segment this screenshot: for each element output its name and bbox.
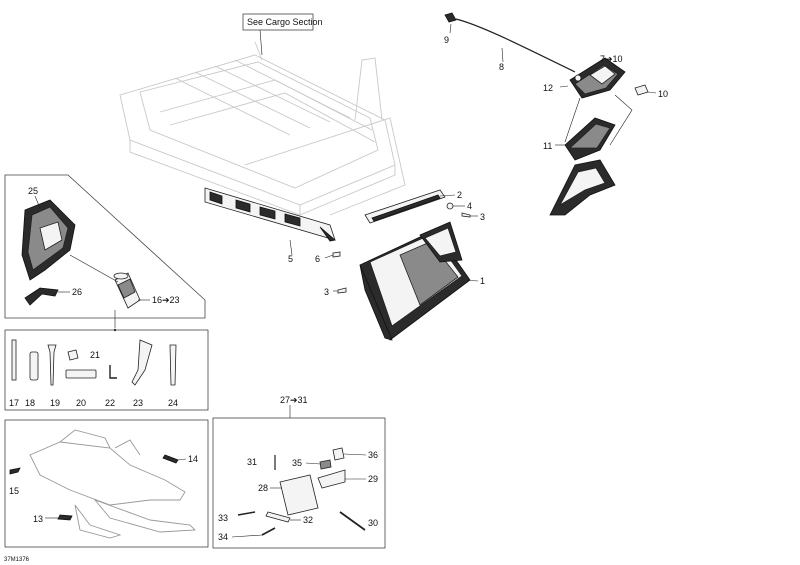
callout-29: 29 [368, 474, 378, 484]
decal-part-15 [9, 467, 21, 475]
callout-21: 21 [90, 350, 100, 360]
callout-14: 14 [188, 454, 198, 464]
callout-3a: 3 [480, 212, 485, 222]
callout-3b: 3 [324, 287, 329, 297]
tool-bag-panel [4, 174, 206, 319]
callout-8: 8 [499, 62, 504, 72]
tool-bag-part-25 [21, 199, 76, 281]
reference-note-box [242, 13, 314, 31]
callout-24: 24 [168, 398, 178, 408]
rail-part-5 [204, 187, 336, 242]
callout-27-to-31: 27➔31 [280, 395, 308, 405]
callout-30: 30 [368, 518, 378, 528]
callout-5: 5 [288, 254, 293, 264]
callout-33: 33 [218, 513, 228, 523]
callout-2: 2 [457, 190, 462, 200]
callout-32: 32 [303, 515, 313, 525]
taillight-assembly [444, 12, 649, 216]
snowmobile-outline [29, 429, 197, 539]
callout-13: 13 [33, 514, 43, 524]
callout-6: 6 [315, 254, 320, 264]
callout-11: 11 [543, 141, 552, 151]
callout-31: 31 [247, 457, 257, 467]
callout-4: 4 [467, 201, 472, 211]
callout-19: 19 [50, 398, 60, 408]
tool-kit-panel [4, 329, 209, 411]
callout-34: 34 [218, 532, 228, 542]
callout-17: 17 [9, 398, 19, 408]
decal-panel [4, 419, 209, 548]
cargo-rack-ghost [119, 41, 406, 216]
strap-part-26 [24, 287, 59, 306]
callout-10: 10 [658, 89, 668, 99]
callout-7-to-10: 7➔10 [600, 54, 623, 64]
callout-9: 9 [444, 35, 449, 45]
tool-items [11, 339, 177, 386]
callout-12: 12 [543, 83, 553, 93]
callout-26: 26 [72, 287, 82, 297]
callout-1: 1 [480, 276, 485, 286]
decal-part-13 [57, 514, 73, 521]
cargo-bag-part-1 [359, 189, 471, 341]
tool-roll-part-16 [113, 272, 141, 309]
callout-15: 15 [9, 486, 19, 496]
callout-35: 35 [292, 458, 302, 468]
callout-18: 18 [25, 398, 35, 408]
callout-25: 25 [28, 186, 38, 196]
callout-36: 36 [368, 450, 378, 460]
decal-part-14 [162, 454, 179, 464]
bracket-kit-panel [212, 417, 386, 549]
drawing-code: 37M1376 [4, 557, 30, 563]
callout-23: 23 [133, 398, 143, 408]
bracket-parts [237, 447, 366, 536]
callout-22: 22 [105, 398, 115, 408]
callout-16-to-23: 16➔23 [152, 295, 180, 305]
reference-note: See Cargo Section [247, 17, 323, 27]
callout-20: 20 [76, 398, 86, 408]
callout-28: 28 [258, 483, 268, 493]
